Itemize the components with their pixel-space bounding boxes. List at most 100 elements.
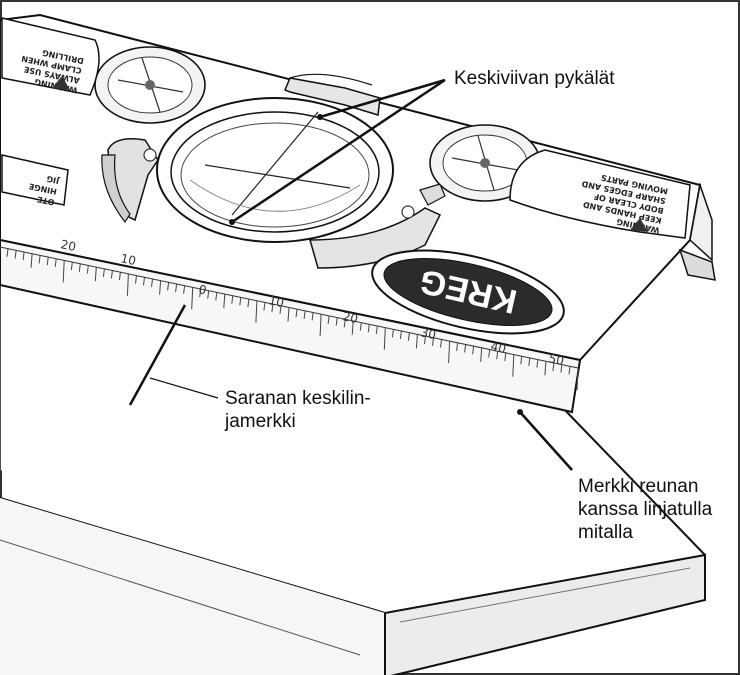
scale-tick bbox=[110, 270, 113, 279]
small-label-left: OTE HINGE JIG bbox=[1, 154, 69, 207]
scale-tick bbox=[359, 322, 362, 331]
jig-pin-hole bbox=[143, 148, 157, 162]
scale-tick bbox=[375, 325, 378, 335]
scale-tick bbox=[199, 288, 202, 298]
scale-tick bbox=[143, 277, 145, 286]
scale-tick bbox=[552, 362, 555, 372]
leader-hinge bbox=[149, 377, 219, 399]
scale-tick bbox=[159, 280, 162, 295]
scale-tick bbox=[488, 349, 491, 358]
scale-tick bbox=[560, 364, 563, 373]
scale-tick bbox=[415, 334, 418, 349]
scale-tick bbox=[287, 307, 290, 322]
callout-dot bbox=[229, 219, 235, 225]
scale-tick bbox=[22, 251, 25, 261]
scale-tick bbox=[536, 359, 539, 368]
label-hinge-line-1: Saranan keskilin- bbox=[225, 388, 371, 409]
warning-triangle-icon bbox=[52, 76, 70, 90]
scale-tick bbox=[335, 317, 338, 326]
label-edge-line-1: Merkki reunan bbox=[578, 476, 698, 497]
scale-tick bbox=[448, 341, 451, 364]
scale-tick bbox=[151, 278, 153, 287]
scale-number: 20 bbox=[341, 309, 359, 326]
warning-label-left: WARNING ALWAYS USE CLAMP WHEN DRILLING bbox=[1, 17, 100, 96]
scale-tick bbox=[271, 304, 274, 313]
scale-tick bbox=[223, 294, 226, 309]
small-label-line: OTE bbox=[36, 194, 55, 206]
scale-number: 30 bbox=[419, 325, 437, 342]
label-edge-line-2: kanssa linjatulla bbox=[578, 499, 713, 520]
scale-number: 40 bbox=[489, 339, 507, 356]
scale-tick bbox=[303, 310, 306, 319]
scale-tick bbox=[38, 255, 41, 264]
workpiece-board bbox=[0, 285, 706, 675]
scale-tick bbox=[440, 339, 442, 348]
warning-label-right: WARNING KEEP HANDS AND BODY CLEAR OF SHA… bbox=[509, 149, 691, 239]
scale-tick bbox=[126, 273, 129, 296]
callout-dot bbox=[517, 409, 523, 415]
scale-tick bbox=[62, 260, 65, 283]
scale-number: 0 bbox=[197, 282, 207, 297]
small-label-line: JIG bbox=[46, 174, 61, 186]
scale-tick bbox=[102, 268, 105, 277]
scale-tick bbox=[167, 282, 170, 291]
scale-tick bbox=[30, 253, 33, 268]
scale-tick bbox=[496, 351, 499, 360]
jig-pin-hole bbox=[401, 205, 415, 219]
callout-dot bbox=[317, 114, 323, 120]
scale-tick bbox=[480, 347, 483, 362]
scale-tick bbox=[46, 257, 49, 266]
scale-tick bbox=[327, 315, 330, 324]
scale-tick bbox=[367, 324, 370, 333]
scale-number: 50 bbox=[547, 351, 565, 368]
scale-tick bbox=[247, 299, 250, 308]
scale-tick bbox=[544, 361, 547, 376]
scale-tick bbox=[512, 354, 515, 377]
scale-number: 10 bbox=[119, 251, 137, 268]
scale-tick bbox=[279, 305, 282, 314]
callout-line-center-notch-ring bbox=[231, 78, 446, 224]
ruler-scale bbox=[0, 247, 579, 391]
scale-tick bbox=[351, 320, 354, 335]
scale-tick bbox=[504, 352, 507, 361]
scale-tick bbox=[424, 336, 426, 345]
callout-lines bbox=[128, 78, 573, 471]
scale-tick bbox=[520, 356, 523, 365]
callout-line-hinge bbox=[128, 304, 187, 406]
scale-tick bbox=[383, 327, 386, 350]
scale-tick bbox=[456, 342, 459, 351]
scale-tick bbox=[295, 309, 298, 318]
scale-tick bbox=[183, 285, 186, 294]
scale-tick bbox=[263, 302, 266, 311]
scale-tick bbox=[255, 300, 258, 323]
scale-tick bbox=[231, 295, 234, 304]
scale-tick bbox=[319, 314, 322, 337]
scale-tick bbox=[464, 344, 467, 353]
scale-tick bbox=[239, 297, 242, 306]
scale-tick bbox=[343, 319, 346, 328]
scale-tick bbox=[576, 367, 579, 391]
depth-dial-right bbox=[429, 124, 541, 202]
scale-tick bbox=[215, 292, 218, 301]
scale-tick bbox=[568, 366, 571, 375]
scale-tick bbox=[407, 332, 410, 341]
label-hinge-line-2: jamerkki bbox=[224, 411, 296, 432]
scale-number: 10 bbox=[267, 293, 285, 310]
scale-tick bbox=[118, 272, 121, 281]
scale-tick bbox=[135, 275, 137, 284]
scale-tick bbox=[472, 346, 475, 355]
kreg-logo: KREG bbox=[371, 249, 565, 335]
callout-line-center-notch-top bbox=[319, 78, 446, 119]
label-edge-mark: Merkki reunan kanssa linjatulla mitalla bbox=[578, 476, 713, 543]
clamp-tab-right bbox=[309, 183, 446, 269]
label-edge-line-3: mitalla bbox=[578, 522, 633, 543]
label-center-notches: Keskiviivan pykälät bbox=[454, 68, 615, 89]
scale-tick bbox=[432, 337, 434, 346]
scale-tick bbox=[391, 329, 394, 338]
scale-tick bbox=[528, 357, 531, 366]
scale-tick bbox=[175, 283, 178, 293]
scale-tick bbox=[311, 312, 314, 321]
scale-tick bbox=[14, 250, 17, 259]
callout-line-edge bbox=[519, 411, 573, 471]
